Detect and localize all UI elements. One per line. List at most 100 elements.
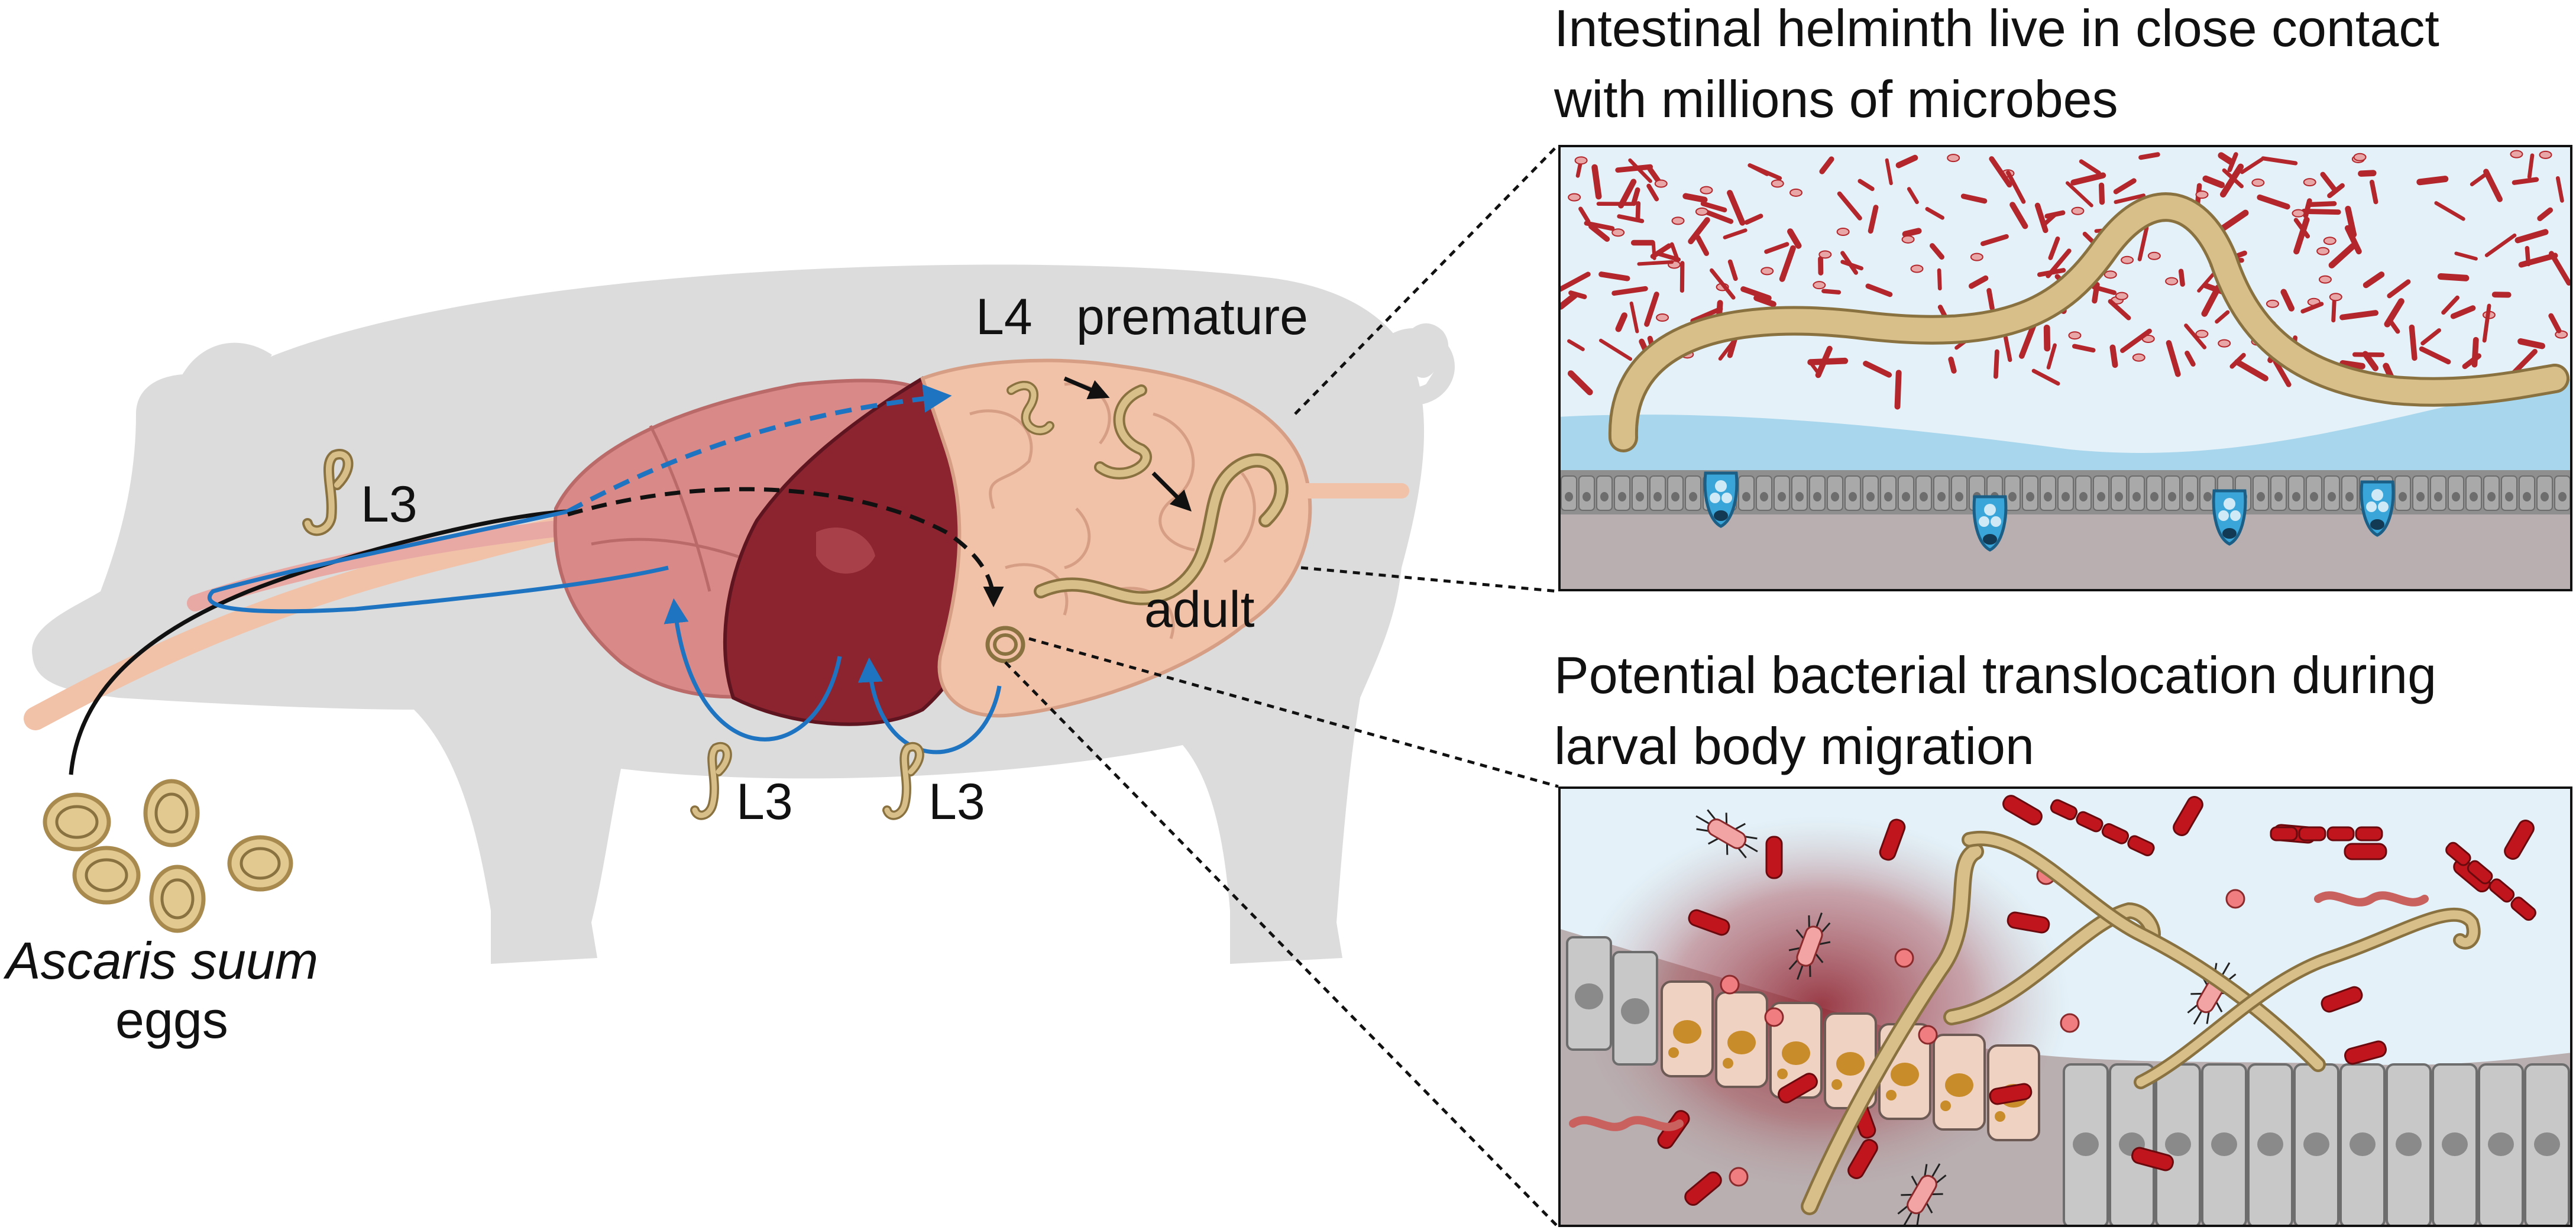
bacterium-icon	[1771, 179, 1784, 188]
bacterium-icon	[2318, 275, 2332, 284]
bacterium-icon	[1574, 156, 1588, 165]
label-l3-liver-1: L3	[736, 773, 793, 830]
bacterium-icon	[2437, 273, 2470, 281]
bacterium-icon	[2339, 360, 2365, 370]
bacterium-icon	[2103, 270, 2117, 279]
bacterium-icon	[1628, 158, 1652, 183]
bacterium-icon	[1989, 1083, 2033, 1105]
bacterium-icon	[1863, 361, 1892, 378]
bacterium-icon	[2115, 292, 2128, 300]
bacterium-icon	[1567, 339, 1585, 351]
bacterium-icon	[2068, 331, 2082, 340]
bacterium-icon	[1615, 312, 1628, 332]
right-epithelial-cells	[2063, 1063, 2570, 1227]
bacterium-icon	[2195, 190, 2209, 199]
egg-cluster	[43, 779, 293, 933]
bacterium-icon	[1569, 1116, 1684, 1131]
bacterium-icon	[1720, 975, 1740, 995]
bacterium-icon	[2165, 277, 2179, 286]
egg-icon	[143, 779, 200, 847]
bacterium-icon	[1629, 301, 1639, 334]
bacterium-icon	[1989, 156, 2012, 188]
bacterium-icon	[2072, 344, 2096, 353]
bacterium-icon	[1865, 283, 1893, 297]
bacterium-icon	[1656, 251, 1681, 262]
label-adult: adult	[1144, 581, 1255, 638]
bacterium-icon	[2314, 891, 2429, 907]
bacterium-icon	[2303, 178, 2316, 187]
bacterium-icon	[2261, 156, 2298, 166]
bacterium-icon	[2092, 281, 2100, 304]
bacterium-icon	[1567, 370, 1593, 396]
bacterium-icon	[1879, 818, 1906, 861]
liver-arrow-2	[857, 657, 1002, 755]
bacterium-icon	[1695, 809, 1758, 859]
bacterium-icon	[1948, 357, 1957, 374]
bacterium-icon	[1578, 206, 1591, 224]
bacterium-icon	[2482, 303, 2491, 343]
translocating-bacteria	[1569, 795, 2536, 1226]
bacterium-icon	[1901, 235, 1915, 244]
l4-to-premature-arrow	[1063, 376, 1110, 400]
bacterium-icon	[1718, 336, 1738, 361]
bacterium-icon	[1684, 1171, 1722, 1206]
bacterium-icon	[2108, 299, 2131, 321]
bacterium-icon	[2450, 305, 2476, 319]
label-eggs-species: Ascaris suum	[3, 931, 318, 990]
bacterium-icon	[1761, 267, 1774, 276]
bacterium-icon	[1947, 154, 1960, 163]
bacterium-icon	[1840, 251, 1858, 275]
lung-to-gut-dashed-arrow	[567, 384, 952, 514]
bacterium-icon	[1611, 228, 1625, 237]
bacterium-icon	[1723, 228, 1747, 239]
bacterium-icon	[2539, 150, 2552, 159]
panel-titles: Intestinal helminth live in close contac…	[1554, 0, 2439, 775]
bacterium-icon	[2257, 194, 2290, 210]
bacterium-icon	[2308, 201, 2337, 207]
bacterium-icon	[2079, 159, 2101, 176]
bacterium-icon	[2225, 889, 2245, 909]
bacterium-icon	[2218, 152, 2235, 166]
bacterium-icon	[2037, 268, 2066, 277]
bacterium-icon	[2006, 170, 2026, 204]
epithelial-cells	[1561, 475, 2571, 511]
bacterium-icon	[2517, 338, 2546, 349]
zoom-line-bottom-upper	[1028, 637, 1559, 788]
zoom-lines	[1004, 144, 1559, 1228]
bacterium-icon	[2514, 229, 2549, 244]
zoom-line-top-lower	[1300, 566, 1559, 593]
bacterium-icon	[1788, 912, 1831, 980]
bacterium-icon	[1821, 289, 1842, 294]
label-l3-left: L3	[361, 476, 418, 533]
lamina-propria	[1558, 514, 2572, 591]
bacterium-icon	[2483, 169, 2503, 202]
bottom-panel-title-line2: larval body migration	[1554, 717, 2034, 775]
bacterium-chain-icon	[2270, 826, 2383, 841]
bacterium-icon	[1819, 156, 1834, 174]
label-eggs-word: eggs	[115, 991, 228, 1049]
bacterium-icon	[2229, 352, 2246, 369]
bacterium-icon	[1618, 179, 1637, 209]
bottom-panel	[1558, 786, 2572, 1227]
bacterium-icon	[2060, 1013, 2080, 1033]
bacterium-icon	[2048, 236, 2060, 260]
bacterium-icon	[1930, 243, 1944, 260]
bacterium-icon	[2131, 1147, 2174, 1171]
bacterium-icon	[2004, 335, 2012, 362]
bacterium-icon	[1925, 207, 1945, 220]
bacterium-icon	[1729, 1167, 1749, 1187]
bacterium-icon	[2303, 198, 2312, 219]
bacterium-icon	[2323, 237, 2336, 245]
bacterium-icon	[1807, 357, 1849, 365]
bacterium-icon	[1646, 183, 1659, 202]
bacterium-icon	[1970, 253, 1983, 261]
intestine	[920, 358, 1312, 718]
bacterium-icon	[1611, 286, 1648, 296]
bacterium-icon	[1968, 275, 1989, 289]
bacterium-icon	[2114, 193, 2146, 204]
bacterium-icon	[1847, 1139, 1878, 1179]
bacterium-icon	[1740, 286, 1772, 301]
egg-icon	[227, 835, 293, 892]
mucus-layer	[1558, 378, 2572, 473]
bacterium-icon	[2293, 218, 2310, 239]
